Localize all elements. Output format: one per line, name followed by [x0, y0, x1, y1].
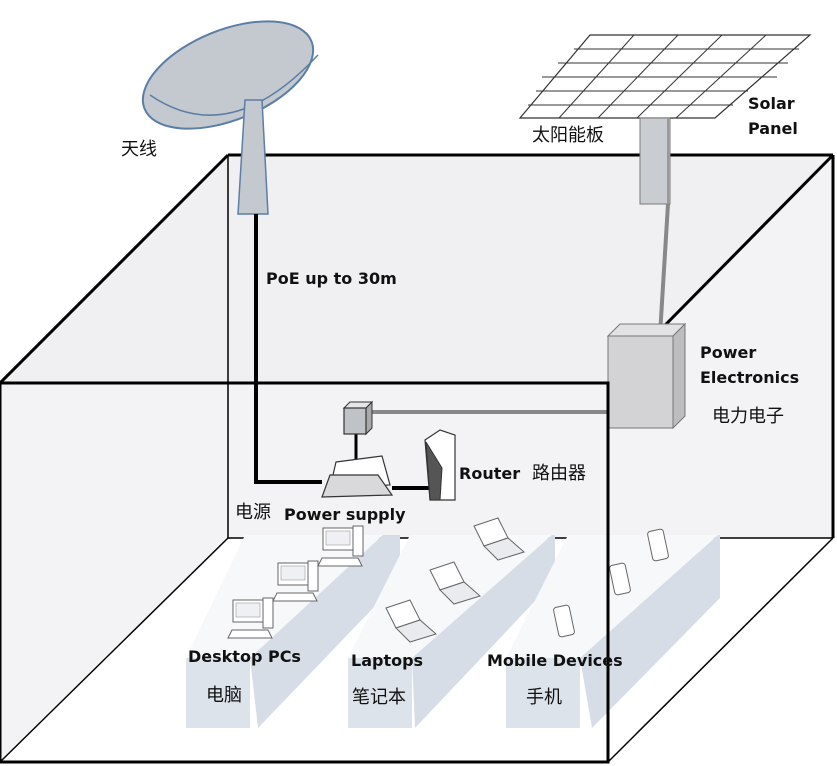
router-label-zh: 路由器 — [532, 463, 586, 484]
mobile-device-icon — [553, 604, 575, 638]
mobile-device-icon — [647, 528, 669, 562]
router-label-en: Router — [459, 464, 521, 483]
laptop-icon — [473, 517, 526, 561]
mobile-device-icon — [609, 562, 631, 596]
laptops-label-zh: 笔记本 — [352, 687, 406, 708]
room-edge — [0, 153, 230, 385]
laptop-icon — [385, 599, 438, 643]
solar-panel-label-en-2: Panel — [748, 119, 798, 138]
desktop-label-zh: 电脑 — [206, 685, 242, 706]
desktop-pc-icon — [227, 597, 274, 639]
room-edge — [0, 537, 229, 763]
router-icon — [424, 429, 456, 501]
solar-panel-icon — [518, 34, 812, 205]
room-edge — [607, 537, 834, 763]
power-electronics-label-en-2: Electronics — [700, 368, 800, 387]
solar-cable — [658, 203, 670, 336]
desktop-pc-icon — [317, 525, 364, 567]
laptops-label-en: Laptops — [351, 651, 424, 670]
poe-label: PoE up to 30m — [266, 269, 397, 288]
desktop-label-en: Desktop PCs — [188, 647, 301, 666]
power-supply-label-en: Power supply — [284, 505, 406, 524]
mobile-label-zh: 手机 — [526, 687, 562, 708]
power-supply-label-zh: 电源 — [235, 502, 271, 523]
desktop-pc-icon — [272, 560, 319, 602]
poe-cable — [254, 214, 322, 484]
antenna-label-zh: 天线 — [121, 139, 157, 160]
solar-panel-label-en-1: Solar — [748, 94, 795, 113]
antenna-icon — [141, 20, 319, 215]
laptop-icon — [429, 561, 482, 605]
power-electronics-label-en-1: Power — [700, 343, 757, 362]
mobile-label-en: Mobile Devices — [487, 651, 623, 670]
solar-panel-label-zh: 太阳能板 — [532, 125, 604, 146]
power-supply-icon — [321, 400, 394, 498]
power-electronics-label-zh: 电力电子 — [712, 406, 784, 427]
power-electronics-icon — [606, 322, 687, 430]
room-front-frame — [0, 381, 610, 764]
